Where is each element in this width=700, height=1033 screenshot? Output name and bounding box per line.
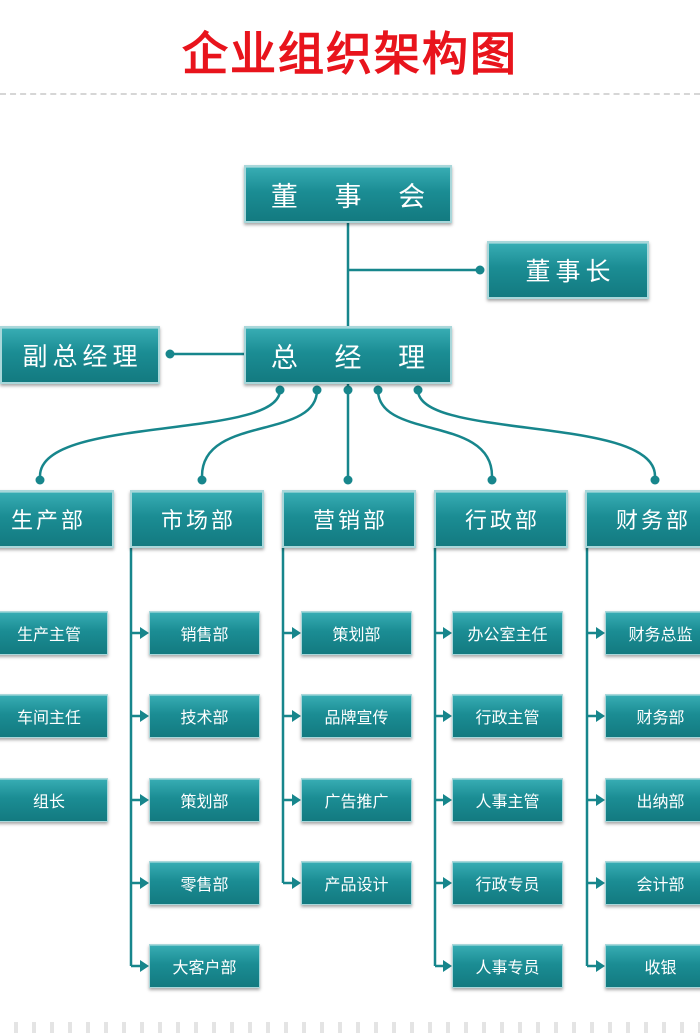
sub-node-production-1[interactable]: 车间主任 — [0, 694, 108, 738]
sub-node-finance-2[interactable]: 出纳部 — [605, 778, 700, 822]
sub-node-sales-3[interactable]: 产品设计 — [301, 861, 412, 905]
sub-link-arrow-admin-1 — [443, 710, 452, 722]
sub-link-arrow-finance-0 — [596, 627, 605, 639]
sub-link-arrow-sales-2 — [292, 794, 301, 806]
sub-node-admin-3[interactable]: 行政专员 — [452, 861, 563, 905]
page-title: 企业组织架构图 — [182, 27, 518, 81]
sub-link-arrow-finance-3 — [596, 877, 605, 889]
board-node[interactable]: 董 事 会 — [244, 165, 452, 223]
gm-dept-link-4 — [416, 389, 657, 477]
gm-dept-link-0 — [38, 389, 282, 477]
sub-node-admin-4[interactable]: 人事专员 — [452, 944, 563, 988]
sub-node-marketing-1[interactable]: 技术部 — [149, 694, 260, 738]
sub-link-arrow-marketing-3 — [140, 877, 149, 889]
sub-node-sales-1[interactable]: 品牌宣传 — [301, 694, 412, 738]
sub-node-admin-0[interactable]: 办公室主任 — [452, 611, 563, 655]
dept-node-sales[interactable]: 营销部 — [282, 490, 416, 548]
general-manager-node[interactable]: 总 经 理 — [244, 326, 452, 384]
sub-link-arrow-marketing-2 — [140, 794, 149, 806]
sub-node-marketing-4[interactable]: 大客户部 — [149, 944, 260, 988]
title-divider — [0, 93, 700, 95]
sub-node-finance-1[interactable]: 财务部 — [605, 694, 700, 738]
sub-node-marketing-2[interactable]: 策划部 — [149, 778, 260, 822]
deputy-link-dot — [165, 349, 175, 359]
sub-link-arrow-marketing-1 — [140, 710, 149, 722]
chairman-link-dot — [475, 265, 485, 275]
dept-node-production[interactable]: 生产部 — [0, 490, 114, 548]
gm-link-end-dot-1 — [197, 475, 207, 485]
sub-node-sales-0[interactable]: 策划部 — [301, 611, 412, 655]
sub-link-arrow-admin-0 — [443, 627, 452, 639]
sub-node-marketing-3[interactable]: 零售部 — [149, 861, 260, 905]
gm-link-end-dot-2 — [343, 475, 353, 485]
dept-node-marketing[interactable]: 市场部 — [130, 490, 264, 548]
sub-link-arrow-admin-4 — [443, 960, 452, 972]
sub-node-admin-2[interactable]: 人事主管 — [452, 778, 563, 822]
sub-node-sales-2[interactable]: 广告推广 — [301, 778, 412, 822]
sub-link-arrow-sales-1 — [292, 710, 301, 722]
dept-node-finance[interactable]: 财务部 — [585, 490, 700, 548]
chairman-node[interactable]: 董事长 — [487, 241, 649, 299]
sub-link-arrow-sales-0 — [292, 627, 301, 639]
deputy-gm-node[interactable]: 副总经理 — [0, 326, 160, 384]
sub-node-production-2[interactable]: 组长 — [0, 778, 108, 822]
sub-link-arrow-finance-2 — [596, 794, 605, 806]
sub-link-arrow-finance-4 — [596, 960, 605, 972]
sub-link-arrow-admin-2 — [443, 794, 452, 806]
sub-node-finance-0[interactable]: 财务总监 — [605, 611, 700, 655]
sub-link-arrow-finance-1 — [596, 710, 605, 722]
dept-node-admin[interactable]: 行政部 — [434, 490, 568, 548]
gm-link-end-dot-4 — [650, 475, 660, 485]
bottom-decoration — [0, 1022, 700, 1033]
sub-node-production-0[interactable]: 生产主管 — [0, 611, 108, 655]
sub-link-arrow-sales-3 — [292, 877, 301, 889]
sub-node-finance-3[interactable]: 会计部 — [605, 861, 700, 905]
gm-link-end-dot-3 — [487, 475, 497, 485]
sub-link-arrow-marketing-0 — [140, 627, 149, 639]
sub-node-admin-1[interactable]: 行政主管 — [452, 694, 563, 738]
sub-link-arrow-admin-3 — [443, 877, 452, 889]
sub-node-finance-4[interactable]: 收银 — [605, 944, 700, 988]
sub-node-marketing-0[interactable]: 销售部 — [149, 611, 260, 655]
gm-dept-link-3 — [376, 389, 494, 477]
gm-dept-link-1 — [200, 389, 319, 477]
sub-link-arrow-marketing-4 — [140, 960, 149, 972]
gm-link-end-dot-0 — [35, 475, 45, 485]
